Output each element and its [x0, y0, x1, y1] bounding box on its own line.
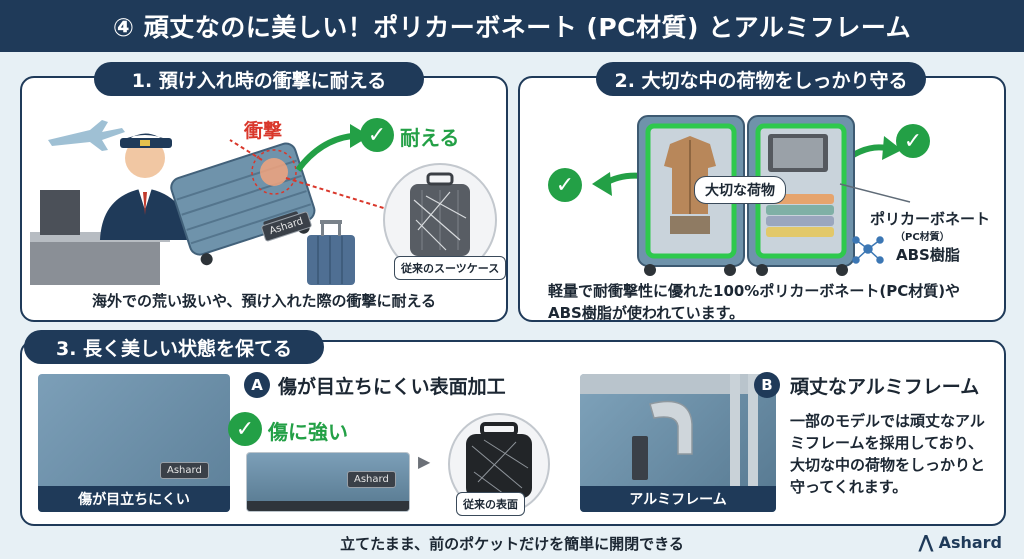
- surface-photo: Ashard 傷が目立ちにくい: [38, 374, 230, 512]
- surface-photo-label: 傷が目立ちにくい: [38, 486, 230, 512]
- brand-logo: ⋀ Ashard: [918, 532, 1002, 553]
- material-abs-label: ABS樹脂: [896, 246, 960, 264]
- check-icon: ✓: [228, 412, 262, 446]
- footer-caption: 立てたまま、前のポケットだけを簡単に開閉できる: [340, 535, 684, 553]
- aluminum-frame-label: アルミフレーム: [580, 486, 776, 512]
- old-surface-illustration: [448, 413, 550, 515]
- suitcase-small: [307, 220, 355, 285]
- brand-name: Ashard: [938, 533, 1002, 552]
- section-heading-1: 1. 預け入れ時の衝撃に耐える: [94, 62, 424, 96]
- scratch-resistant-label: 傷に強い: [268, 420, 348, 444]
- check-icon: ✓: [360, 118, 394, 152]
- frame-corner-illustration: [580, 374, 776, 512]
- brand-tag: Ashard: [160, 462, 209, 479]
- feature-a-title: 傷が目立ちにくい表面加工: [278, 376, 506, 398]
- check-icon: ✓: [896, 124, 930, 158]
- section-heading-2: 2. 大切な中の荷物をしっかり守る: [596, 62, 926, 96]
- header-banner: ④ 頑丈なのに美しい！ポリカーボネート (PC材質) とアルミフレーム: [0, 0, 1024, 52]
- open-suitcase-illustration: [592, 115, 911, 276]
- withstand-label: 耐える: [400, 126, 460, 150]
- arrow-up-right-icon: [295, 133, 353, 172]
- brand-tag: Ashard: [347, 471, 396, 488]
- section-heading-3: 3. 長く美しい状態を保てる: [24, 330, 324, 364]
- old-suitcase-label: 従来のスーツケース: [394, 256, 507, 280]
- check-icon: ✓: [548, 168, 582, 202]
- feature-b-title: 頑丈なアルミフレーム: [790, 376, 980, 398]
- aluminum-frame-photo: アルミフレーム: [580, 374, 776, 512]
- page-title: ④ 頑丈なのに美しい！ポリカーボネート (PC材質) とアルミフレーム: [112, 13, 912, 42]
- label-b-badge: B: [754, 372, 780, 398]
- contents-label: 大切な荷物: [694, 176, 786, 204]
- impact-label: 衝撃: [244, 120, 283, 142]
- airplane-icon: [48, 120, 125, 151]
- old-surface-label: 従来の表面: [456, 492, 525, 516]
- label-a-badge: A: [244, 372, 270, 398]
- molecule-icon: [852, 236, 884, 264]
- brand-mark-icon: ⋀: [918, 532, 934, 553]
- airport-counter-illustration: [30, 120, 497, 285]
- suitcase-tilted: [170, 142, 316, 266]
- material-pc-sub: （PC材質）: [895, 232, 950, 243]
- impact-burst: [260, 158, 288, 186]
- feature-b-body: 一部のモデルでは頑丈なアルミフレームを採用しており、大切な中の荷物をしっかりと守…: [790, 412, 986, 496]
- surface-closeup: Ashard: [246, 452, 410, 512]
- section1-caption: 海外での荒い扱いや、預け入れた際の衝撃に耐える: [91, 292, 437, 310]
- section2-caption: 軽量で耐衝撃性に優れた100%ポリカーボネート(PC材質)や ABS樹脂が使われ…: [548, 282, 961, 322]
- arrow-right-icon: ▶: [418, 452, 431, 471]
- material-pc-label: ポリカーボネート: [870, 210, 991, 228]
